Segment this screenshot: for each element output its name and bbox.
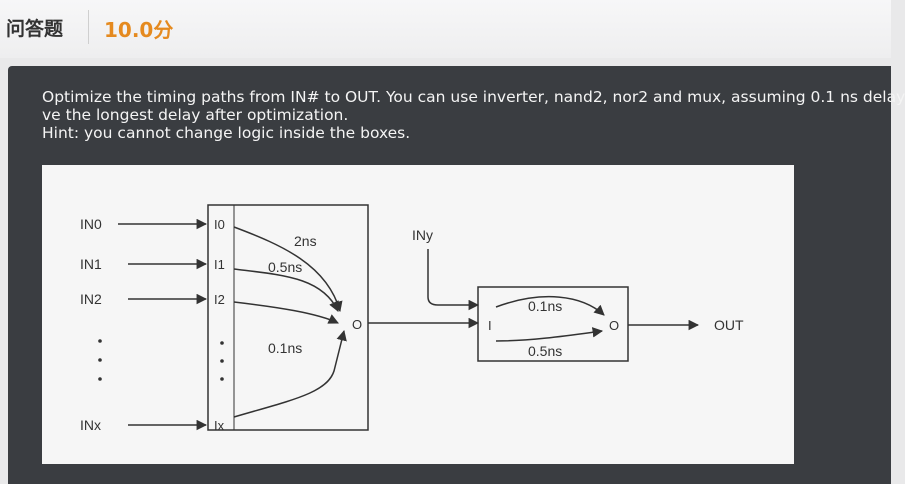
question-score: 10.0分 <box>104 18 174 42</box>
path-right-bottom <box>495 327 604 342</box>
delay-label-0-5ns: 0.5ns <box>268 259 302 275</box>
question-content: Optimize the timing paths from IN# to OU… <box>8 66 905 484</box>
port-ix: Ix <box>214 418 225 433</box>
timing-diagram: IN0 IN1 IN2 INx I0 I1 I2 Ix <box>42 165 794 464</box>
path-i0-delay <box>233 226 343 313</box>
port-ellipsis <box>220 341 224 381</box>
out-label: OUT <box>714 317 744 333</box>
port-i2: I2 <box>214 292 225 307</box>
port-i1: I1 <box>214 257 225 272</box>
inx-label: INx <box>80 417 101 433</box>
question-hint: Hint: you cannot change logic inside the… <box>42 124 411 142</box>
question-line-1: Optimize the timing paths from IN# to OU… <box>42 88 905 106</box>
question-type-label: 问答题 <box>6 18 64 40</box>
header-divider <box>88 10 89 44</box>
in0-label: IN0 <box>80 216 102 232</box>
right-input-label: I <box>488 318 492 333</box>
right-output-label: O <box>609 318 619 333</box>
delay-label-right-0-5ns: 0.5ns <box>528 343 562 359</box>
left-logic-box <box>207 204 369 431</box>
question-line-2: ve the longest delay after optimization. <box>42 106 349 124</box>
delay-label-0-1ns: 0.1ns <box>268 340 302 356</box>
iny-wire <box>427 249 480 311</box>
path-i1-delay <box>233 268 339 312</box>
timing-diagram-svg: IN0 IN1 IN2 INx I0 I1 I2 Ix <box>80 204 744 433</box>
input-ellipsis <box>98 339 102 381</box>
question-text: Optimize the timing paths from IN# to OU… <box>42 88 905 142</box>
left-output-label: O <box>352 317 362 332</box>
port-i0: I0 <box>214 217 225 232</box>
left-port-column <box>207 204 235 431</box>
delay-label-right-0-1ns: 0.1ns <box>528 298 562 314</box>
in2-label: IN2 <box>80 291 102 307</box>
question-header: 问答题 10.0分 <box>0 0 891 58</box>
path-ix-delay <box>233 329 347 418</box>
path-i2-delay <box>233 301 339 324</box>
iny-label: INy <box>412 227 433 243</box>
right-logic-box <box>477 286 629 362</box>
in1-label: IN1 <box>80 256 102 272</box>
delay-label-2ns: 2ns <box>294 233 317 249</box>
path-right-top <box>495 296 605 316</box>
